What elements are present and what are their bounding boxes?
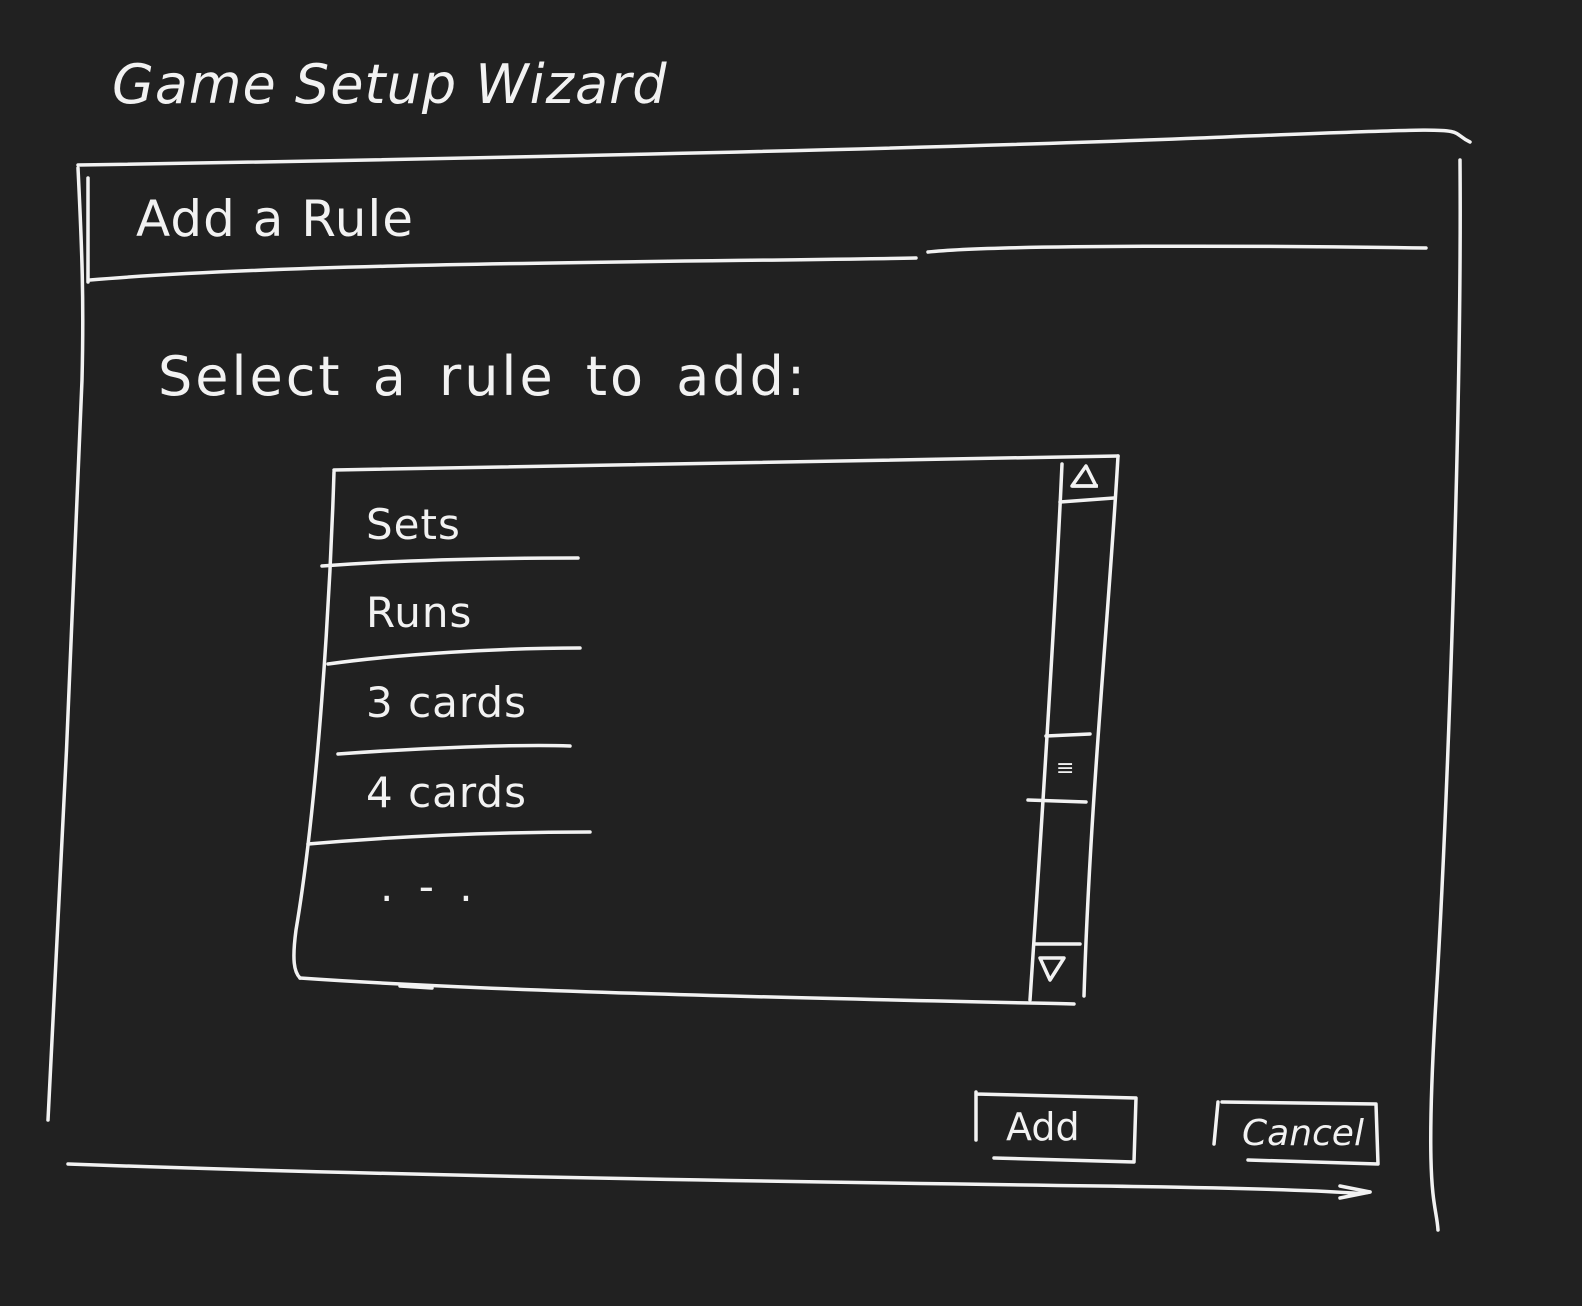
scrollbar-thumb-bottom <box>1026 798 1088 804</box>
row-divider-2 <box>326 646 582 666</box>
listbox-bottom <box>298 976 1076 1006</box>
cancel-button[interactable]: Cancel <box>1216 1102 1378 1162</box>
window-frame-top <box>76 128 1472 167</box>
dialog-header-divider-right <box>926 244 1428 254</box>
cancel-button-label: Cancel <box>1242 1113 1364 1154</box>
list-item-sets[interactable]: Sets <box>318 478 588 566</box>
window-frame-right <box>1428 158 1462 1232</box>
more-ellipsis: . - . <box>380 862 479 911</box>
listbox-top <box>332 454 1120 472</box>
scroll-down-button[interactable] <box>1032 946 1080 986</box>
triangle-down-icon <box>1038 956 1066 982</box>
app-title: Game Setup Wizard <box>112 53 668 116</box>
list-item-runs[interactable]: Runs <box>318 566 588 654</box>
add-button[interactable]: Add <box>976 1094 1136 1154</box>
scroll-up-button[interactable] <box>1060 462 1108 502</box>
listbox-bottom-tick <box>398 984 434 990</box>
add-button-label: Add <box>1006 1105 1080 1149</box>
window-frame-bottom <box>66 1162 1372 1196</box>
list-item-3-cards[interactable]: 3 cards <box>318 656 588 744</box>
listbox-left <box>292 470 336 980</box>
window-frame-left <box>46 166 85 1122</box>
scrollbar-track-left <box>1028 462 1064 1002</box>
cancel-button-frame <box>1212 1100 1380 1166</box>
scrollbar-track[interactable] <box>1040 505 1084 941</box>
scrollbar-thumb-top <box>1044 732 1092 738</box>
window-frame-bottom-arrow <box>1338 1184 1372 1200</box>
list-item-label: Runs <box>366 588 473 637</box>
thumb-grip-icon: ≡ <box>1056 756 1075 781</box>
row-divider-1 <box>320 556 580 568</box>
add-button-frame <box>974 1090 1138 1164</box>
scrollbar-up-divider <box>1058 496 1116 504</box>
list-more-indicator: . - . <box>318 846 588 934</box>
rule-prompt: Select a rule to add: <box>158 345 809 408</box>
list-item-label: 3 cards <box>366 678 527 727</box>
dialog-title: Add a Rule <box>136 190 415 248</box>
list-item-label: 4 cards <box>366 768 527 817</box>
dialog-header-divider <box>88 256 918 282</box>
listbox-right <box>1082 454 1120 998</box>
row-divider-4 <box>306 830 592 846</box>
triangle-up-icon <box>1070 464 1098 488</box>
scrollbar-thumb[interactable]: ≡ <box>1038 740 1084 798</box>
list-item-label: Sets <box>366 500 461 549</box>
row-divider-3 <box>336 743 572 756</box>
list-item-4-cards[interactable]: 4 cards <box>318 746 588 834</box>
